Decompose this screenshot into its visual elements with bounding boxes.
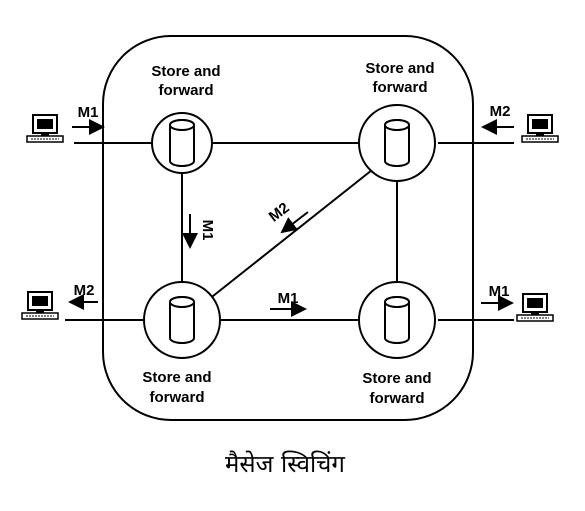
node-top-left-label-line1: Store and: [151, 63, 220, 80]
message-label-bottom-left: M2: [74, 282, 95, 299]
node-top-right-label-line1: Store and: [365, 60, 434, 77]
node-bottom-left-label-line1: Store and: [142, 369, 211, 386]
node-top-right: [358, 104, 436, 182]
message-label-top-right: M2: [490, 103, 511, 120]
top-right-computer-icon: [521, 114, 559, 143]
network-boundary: [102, 35, 474, 421]
node-bottom-right-label-line1: Store and: [362, 370, 431, 387]
link-diagonal: [207, 169, 373, 301]
storage-cylinder-icon: [384, 296, 410, 344]
message-label-diagonal: M2: [266, 199, 293, 225]
node-top-right-label-line2: forward: [372, 79, 427, 96]
node-bottom-right-label-line2: forward: [369, 390, 424, 407]
node-bottom-left-label-line2: forward: [149, 389, 204, 406]
node-top-left-label-line2: forward: [158, 82, 213, 99]
diagram-caption: मैसेज स्विचिंग: [225, 450, 345, 478]
message-label-vertical: M1: [199, 220, 216, 241]
top-left-computer-icon: [26, 114, 64, 143]
node-bottom-left: [143, 281, 221, 359]
message-label-bottom-right: M1: [489, 283, 510, 300]
bottom-right-computer-icon: [516, 293, 554, 322]
message-label-top-left: M1: [78, 104, 99, 121]
message-label-bottom-middle: M1: [278, 290, 299, 307]
node-bottom-right: [358, 281, 436, 359]
storage-cylinder-icon: [384, 119, 410, 167]
bottom-left-computer-icon: [21, 291, 59, 320]
arrow-m2-diagonal: [280, 211, 309, 234]
storage-cylinder-icon: [169, 119, 195, 167]
storage-cylinder-icon: [169, 296, 195, 344]
node-top-left: [151, 112, 213, 174]
